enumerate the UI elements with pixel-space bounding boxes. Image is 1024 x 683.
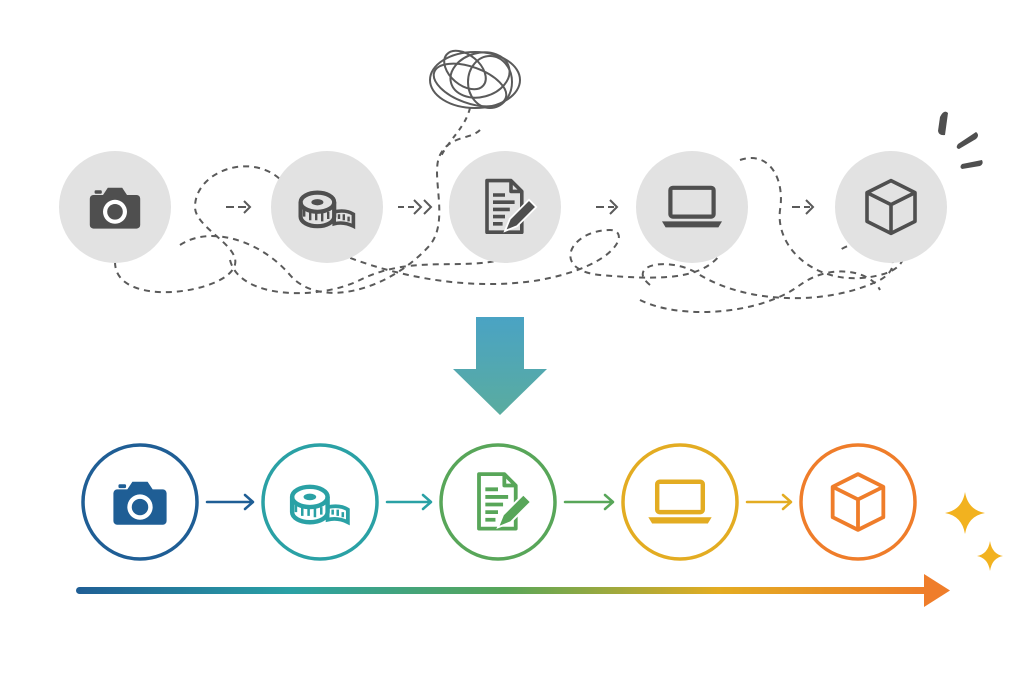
step-circle bbox=[271, 151, 383, 263]
step-circle bbox=[261, 443, 379, 561]
burst-marks-icon bbox=[938, 111, 983, 169]
messy-step-4 bbox=[636, 151, 748, 263]
streamlined-step-2 bbox=[261, 443, 379, 561]
arrow-right-icon bbox=[385, 493, 433, 511]
arrow-right-icon bbox=[205, 493, 255, 511]
streamlined-step-4 bbox=[621, 443, 739, 561]
sparkle-icon bbox=[945, 492, 1003, 571]
messy-step-3 bbox=[449, 151, 561, 263]
progress-bar bbox=[76, 587, 932, 594]
messy-step-5 bbox=[835, 151, 947, 263]
progress-arrowhead-icon bbox=[924, 574, 950, 607]
messy-process bbox=[59, 49, 983, 313]
messy-step-1 bbox=[59, 151, 171, 263]
step-circle bbox=[449, 151, 561, 263]
step-circle bbox=[636, 151, 748, 263]
arrow-right-icon bbox=[398, 199, 433, 215]
streamlined-step-3 bbox=[439, 443, 557, 561]
progress-arrow bbox=[76, 574, 950, 607]
streamlined-process bbox=[76, 443, 1003, 607]
arrow-right-icon bbox=[596, 199, 619, 215]
tangled-path-4 bbox=[319, 228, 721, 286]
tangled-path-3 bbox=[179, 129, 481, 294]
tangled-scribble-icon bbox=[429, 49, 521, 159]
arrow-right-icon bbox=[745, 493, 793, 511]
step-circle bbox=[439, 443, 557, 561]
arrow-right-icon bbox=[792, 199, 815, 215]
step-circle bbox=[621, 443, 739, 561]
tangled-path-1 bbox=[114, 165, 291, 294]
streamlined-step-5 bbox=[799, 443, 917, 561]
messy-arrows bbox=[226, 199, 815, 215]
arrow-right-icon bbox=[226, 200, 252, 214]
down-arrow-icon bbox=[453, 317, 547, 415]
arrow-right-icon bbox=[563, 493, 615, 511]
streamlined-step-1 bbox=[81, 443, 199, 561]
messy-step-2 bbox=[271, 151, 383, 263]
